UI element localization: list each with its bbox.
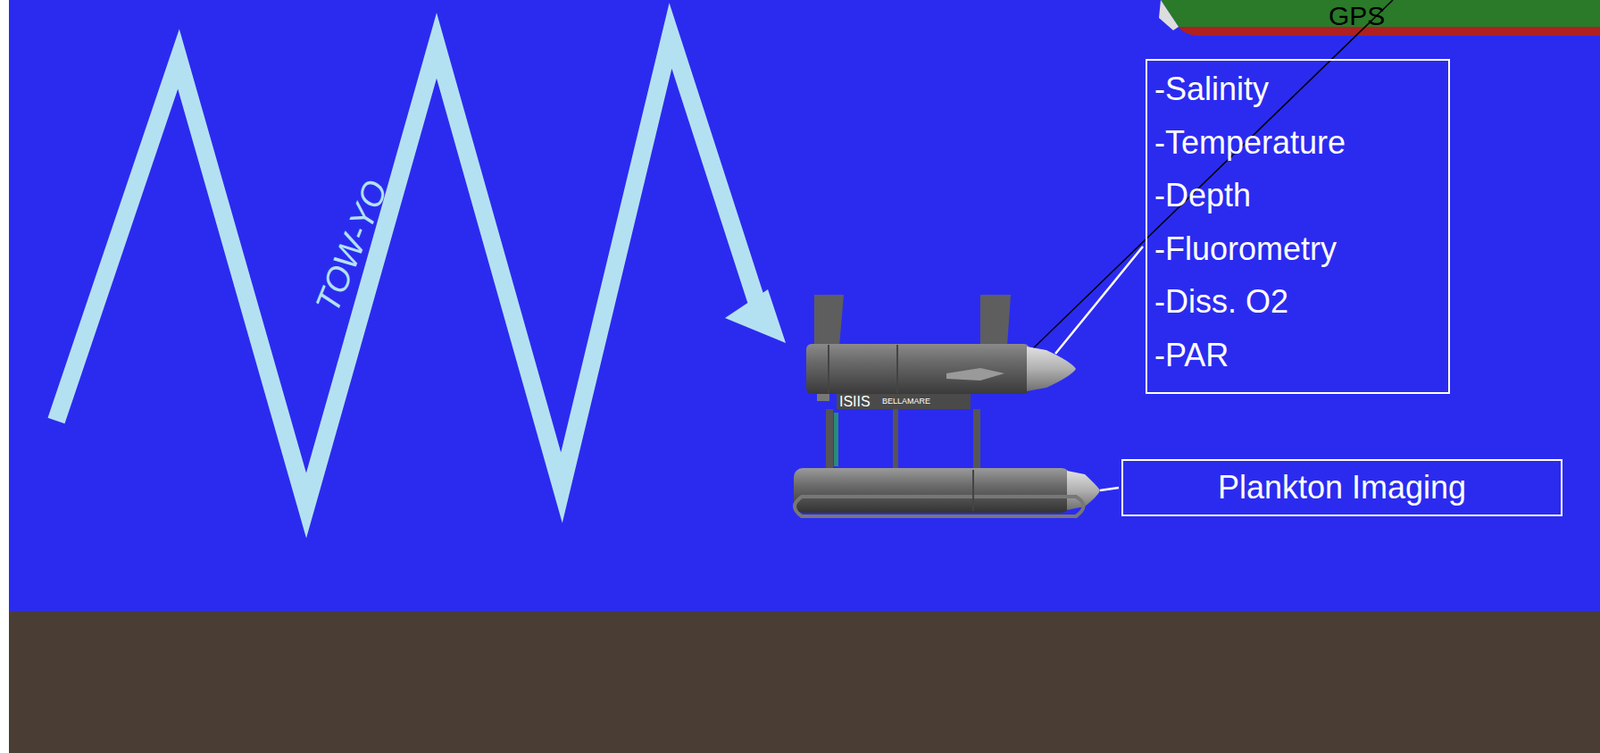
sensor-item: -Salinity xyxy=(1154,62,1442,117)
leader-line xyxy=(1055,246,1143,354)
label-box: Plankton Imaging xyxy=(1121,458,1563,517)
vehicle-model: BELLAMARE xyxy=(882,397,931,407)
seabed xyxy=(8,610,1600,753)
isiis-vehicle xyxy=(793,294,1100,517)
sensor-item: -Diss. O2 xyxy=(1154,275,1442,329)
vehicle-name: ISIIS xyxy=(839,393,871,410)
gps-label: GPS xyxy=(1328,0,1385,31)
tow-yo-path xyxy=(56,35,761,506)
leader-line xyxy=(1100,487,1119,491)
sensor-item: -Fluorometry xyxy=(1154,222,1442,276)
water xyxy=(8,0,1600,611)
sensor-item: -Temperature xyxy=(1154,116,1442,170)
sensor-item: -PAR xyxy=(1154,328,1442,383)
ship xyxy=(1158,0,1600,36)
tow-yo-arrowhead xyxy=(725,289,786,343)
sensor-list-box: -Salinity-Temperature-Depth-Fluorometry-… xyxy=(1145,58,1450,394)
sensor-item: -Depth xyxy=(1154,168,1442,223)
box-label: Plankton Imaging xyxy=(1132,469,1552,506)
